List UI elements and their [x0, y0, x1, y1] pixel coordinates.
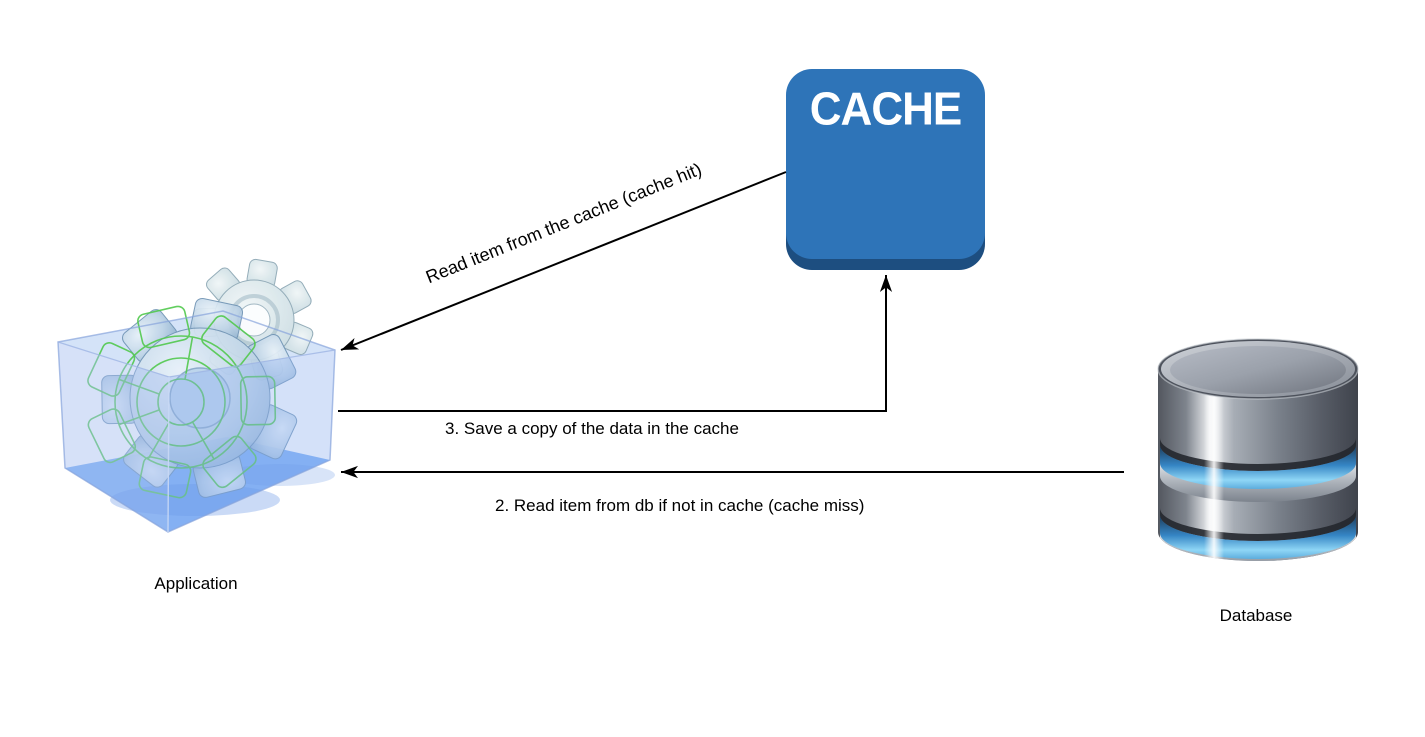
cache-node-label: CACHE — [809, 83, 962, 136]
database-node — [1157, 338, 1359, 561]
cache-node — [786, 69, 985, 270]
edge-cache-hit-line — [340, 171, 787, 351]
database-node-label: Database — [1219, 606, 1293, 625]
edge-cache-miss-label: 2. Read item from db if not in cache (ca… — [495, 496, 865, 515]
wireframe-gear-icon — [87, 305, 277, 499]
cache-box — [786, 69, 985, 259]
database-cylinder-icon — [1157, 338, 1359, 561]
edge-save-copy-label: 3. Save a copy of the data in the cache — [445, 419, 739, 438]
application-node — [57, 258, 336, 533]
gears-in-glass-box-icon — [57, 258, 336, 533]
edge-save-copy-line — [338, 275, 893, 412]
application-node-label: Application — [154, 574, 238, 593]
